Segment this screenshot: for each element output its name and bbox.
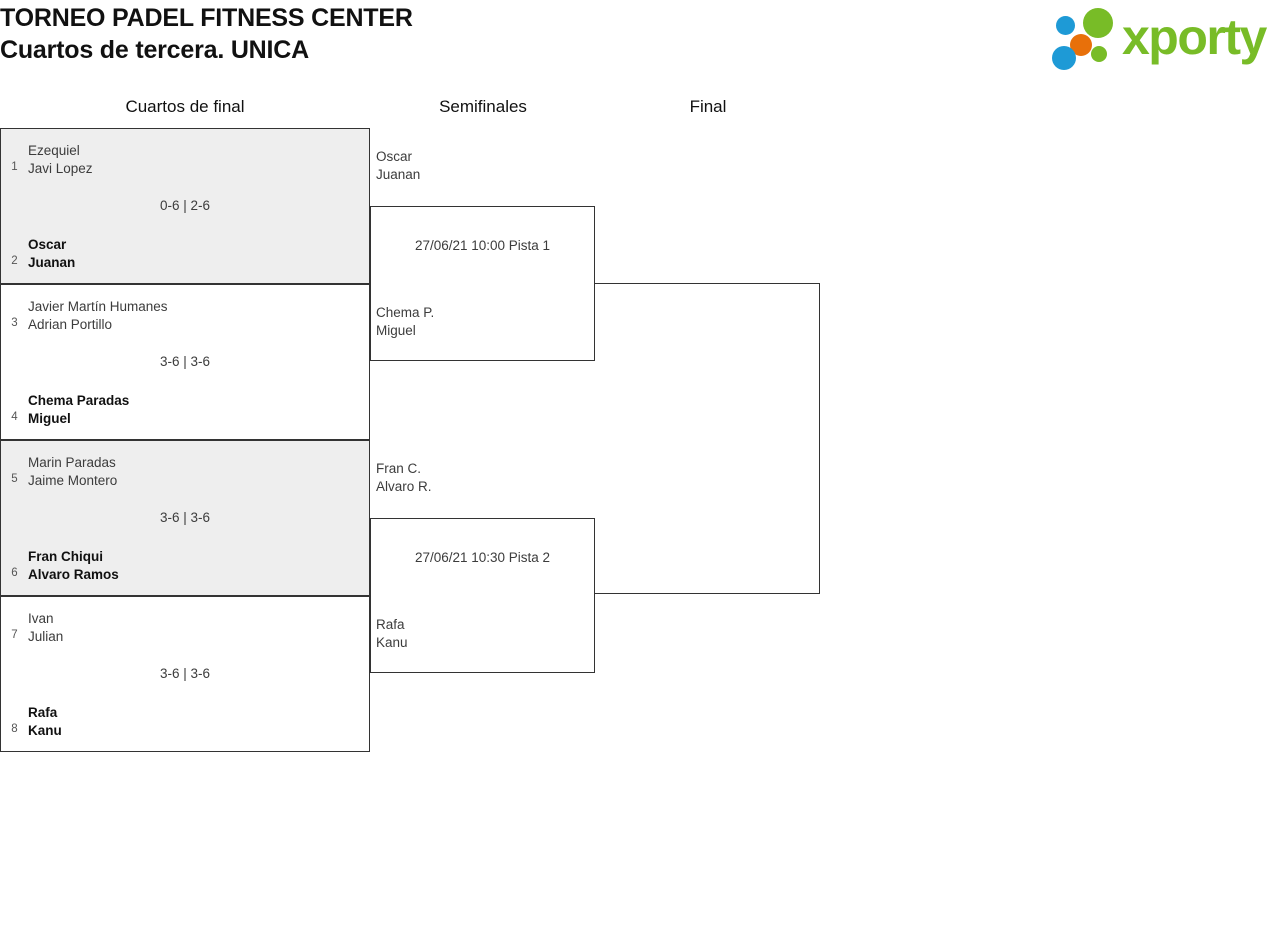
qf4-team-bottom-player2: Kanu [28,723,62,738]
qf3-team-top-player2: Jaime Montero [28,473,118,488]
quarterfinal-match-3[interactable]: 5 Marin Paradas Jaime Montero 3-6 | 3-6 … [0,440,370,596]
qf1-team-top-player1: Ezequiel [28,143,80,158]
logo-dots-icon [1050,8,1128,70]
qf4-team-bottom-player1: Rafa [28,705,58,720]
qf1-seed-bottom: 2 [11,254,18,267]
qf4-seed-top: 7 [11,628,18,641]
semifinal-1-team-top-player2: Juanan [376,167,421,182]
qf2-team-top: 3 Javier Martín Humanes Adrian Portillo [1,293,369,339]
qf2-seed-top: 3 [11,316,18,329]
semifinal-1-team-bottom-player2: Miguel [376,323,416,338]
semifinal-match-1-box[interactable]: 27/06/21 10:00 Pista 1 [370,206,595,361]
qf1-score: 0-6 | 2-6 [159,198,211,213]
xporty-logo[interactable]: xporty [1044,6,1274,70]
qf1-team-top-player2: Javi Lopez [28,161,93,176]
qf3-team-bottom-player2: Alvaro Ramos [28,567,119,582]
qf2-team-bottom: 4 Chema Paradas Miguel [1,387,369,433]
qf4-team-top-player2: Julian [28,629,64,644]
qf1-team-bottom: 2 Oscar Juanan [1,231,369,277]
qf4-team-top-player1: Ivan [28,611,54,626]
semifinal-1-team-top: Oscar Juanan [376,148,420,184]
qf2-team-bottom-player2: Miguel [28,411,71,426]
qf1-seed-top: 1 [11,160,18,173]
qf2-team-top-player1: Javier Martín Humanes [28,299,168,314]
round-header-quarterfinals: Cuartos de final [125,97,245,116]
qf3-team-top-player1: Marin Paradas [28,455,116,470]
semifinal-2-schedule: 27/06/21 10:30 Pista 2 [414,550,551,565]
final-match-box[interactable] [370,283,820,594]
qf2-score: 3-6 | 3-6 [159,354,211,369]
qf3-seed-bottom: 6 [11,566,18,579]
semifinal-1-team-bottom-player1: Chema P. [376,305,435,320]
qf4-score: 3-6 | 3-6 [159,666,211,681]
semifinal-2-team-bottom: Rafa Kanu [376,616,408,652]
qf4-team-bottom: 8 Rafa Kanu [1,699,369,745]
qf2-seed-bottom: 4 [11,410,18,423]
page-title: TORNEO PADEL FITNESS CENTER Cuartos de t… [0,2,900,66]
qf4-team-top: 7 Ivan Julian [1,605,369,651]
qf2-team-top-player2: Adrian Portillo [28,317,113,332]
category-title: Cuartos de tercera. UNICA [0,36,309,64]
quarterfinal-match-4[interactable]: 7 Ivan Julian 3-6 | 3-6 8 Rafa Kanu [0,596,370,752]
semifinal-1-team-bottom: Chema P. Miguel [376,304,434,340]
semifinal-2-team-top-player2: Alvaro R. [376,479,432,494]
qf1-team-bottom-player1: Oscar [28,237,67,252]
semifinal-2-team-top-player1: Fran C. [376,461,422,476]
round-header-final: Final [689,97,727,116]
semifinal-1-schedule: 27/06/21 10:00 Pista 1 [414,238,551,253]
round-header-semifinals: Semifinales [439,97,527,116]
quarterfinal-match-1[interactable]: 1 Ezequiel Javi Lopez 0-6 | 2-6 2 Oscar … [0,128,370,284]
qf1-team-top: 1 Ezequiel Javi Lopez [1,137,369,183]
qf4-seed-bottom: 8 [11,722,18,735]
qf3-seed-top: 5 [11,472,18,485]
logo-wordmark: xporty [1122,9,1267,65]
semifinal-1-team-top-player1: Oscar [376,149,413,164]
qf3-team-top: 5 Marin Paradas Jaime Montero [1,449,369,495]
semifinal-2-team-top: Fran C. Alvaro R. [376,460,432,496]
qf1-team-bottom-player2: Juanan [28,255,76,270]
qf2-team-bottom-player1: Chema Paradas [28,393,130,408]
qf3-team-bottom: 6 Fran Chiqui Alvaro Ramos [1,543,369,589]
semifinal-2-team-bottom-player2: Kanu [376,635,408,650]
qf3-team-bottom-player1: Fran Chiqui [28,549,103,564]
quarterfinal-match-2[interactable]: 3 Javier Martín Humanes Adrian Portillo … [0,284,370,440]
semifinal-match-2-box[interactable]: 27/06/21 10:30 Pista 2 [370,518,595,673]
qf3-score: 3-6 | 3-6 [159,510,211,525]
semifinal-2-team-bottom-player1: Rafa [376,617,405,632]
tournament-title: TORNEO PADEL FITNESS CENTER [0,4,413,32]
